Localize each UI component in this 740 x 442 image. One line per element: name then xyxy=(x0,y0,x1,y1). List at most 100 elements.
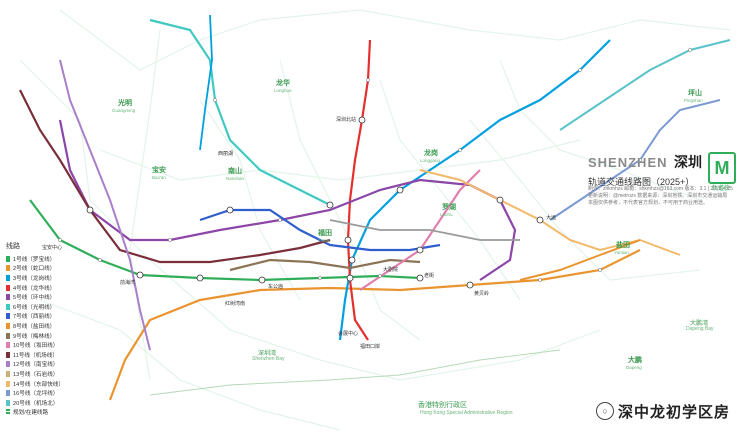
district-futian-en: Futian xyxy=(318,238,331,243)
line-5-path[interactable] xyxy=(58,119,517,281)
legend-swatch xyxy=(6,370,10,377)
district-nanshan: 南山 xyxy=(228,168,242,175)
interchange-stations xyxy=(86,116,544,289)
line-20-path[interactable] xyxy=(559,39,731,131)
legend-item[interactable]: 1号线（罗宝线） xyxy=(6,254,76,264)
legend-item[interactable]: 8号线（盐田线） xyxy=(6,321,76,331)
legend-item[interactable]: 14号线（东部快线） xyxy=(6,379,76,389)
map-title-en: SHENZHEN xyxy=(588,155,668,170)
station-label-huangbeiling[interactable]: 黄贝岭 xyxy=(474,291,490,297)
district-dapeng-en: Dapeng xyxy=(626,365,642,370)
station-label-laojie[interactable]: 老街 xyxy=(424,273,435,279)
planned-lines xyxy=(19,9,731,431)
dapeng-bay-label-en: Dapeng Bay xyxy=(686,326,714,332)
legend-label: 6号线（光明线） xyxy=(13,304,56,311)
station-label-huizhanzhongxin[interactable]: 会展中心 xyxy=(338,331,359,337)
shenzhen-bay-label-en: Shenzhen Bay xyxy=(252,356,285,362)
line-8-path[interactable] xyxy=(519,239,641,281)
legend-label: 12号线（南宝线） xyxy=(13,362,59,369)
meta-line: 制作：zhkmhzs 邮箱：shkmhzs@163.com 版本：3.1 | 2… xyxy=(588,186,733,192)
station-label-xilihu[interactable]: 西丽湖 xyxy=(218,151,234,157)
legend-swatch xyxy=(6,322,10,329)
legend-label: 2号线（蛇口线） xyxy=(13,266,56,273)
station-label-dajuyuan[interactable]: 大剧院 xyxy=(383,267,399,273)
legend-label: 7号线（西丽线） xyxy=(13,314,56,321)
wechat-icon: ○ xyxy=(595,402,614,420)
station-label-dayun[interactable]: 大运 xyxy=(546,215,557,221)
legend-item[interactable]: 12号线（南宝线） xyxy=(6,360,76,370)
legend-label: 20号线（机场北） xyxy=(13,400,59,407)
legend-swatch xyxy=(6,361,10,368)
north-blue-path[interactable] xyxy=(199,14,213,151)
legend-swatch xyxy=(6,255,10,262)
gray-line-path[interactable] xyxy=(329,219,520,241)
legend-label: 14号线（东部快线） xyxy=(13,381,64,388)
station-label-chegongmiao[interactable]: 车公庙 xyxy=(268,284,284,290)
hk-boundary xyxy=(149,349,561,396)
legend-swatch xyxy=(6,399,10,406)
meta-line: 本图仅供参考，不代表官方规划，不可用于商业用途。 xyxy=(588,200,709,206)
station-label-shenzhenbei[interactable]: 深圳北站 xyxy=(336,117,357,123)
legend-swatch xyxy=(6,294,10,301)
district-pingshan: 坪山 xyxy=(688,90,702,97)
legend-swatch xyxy=(6,303,10,310)
legend-item[interactable]: 20号线（机场北） xyxy=(6,398,76,408)
brand-logo-caption: 轨道侠 xyxy=(711,186,730,192)
district-yantian: 盐田 xyxy=(616,242,630,249)
line-6-path[interactable] xyxy=(149,18,331,206)
legend-label: 10号线（坂田线） xyxy=(13,343,59,350)
legend-item[interactable]: 5号线（环中线） xyxy=(6,292,76,302)
map-title-cn: 深圳 xyxy=(673,154,702,170)
line-12-path[interactable] xyxy=(59,59,151,351)
legend-label: 16号线（龙坪线） xyxy=(13,391,59,398)
station-label-baoan-center[interactable]: 宝安中心 xyxy=(42,245,63,251)
station-label-qianhaiwan[interactable]: 前海湾 xyxy=(120,280,136,286)
legend-label: 规划/在建线路 xyxy=(13,410,49,417)
wechat-watermark: ○ 深中龙初学区房 xyxy=(591,400,734,422)
legend-swatch xyxy=(6,380,10,387)
legend-item[interactable]: 6号线（光明线） xyxy=(6,302,76,312)
legend-swatch xyxy=(6,409,10,416)
district-futian: 福田 xyxy=(318,230,332,237)
district-longgang-en: Longgang xyxy=(420,158,441,163)
legend-item[interactable]: 10号线（坂田线） xyxy=(6,340,76,350)
district-nanshan-en: Nanshan xyxy=(226,176,245,181)
watermark-text: 深中龙初学区房 xyxy=(617,403,730,421)
legend-item[interactable]: 16号线（龙坪线） xyxy=(6,388,76,398)
line-4-path[interactable] xyxy=(346,39,372,341)
station-label-futiankouan[interactable]: 福田口岸 xyxy=(360,344,381,350)
district-guangming-en: Guangming xyxy=(112,108,136,113)
legend-label: 11号线（机场线） xyxy=(13,352,58,359)
legend-item[interactable]: 9号线（梅林线） xyxy=(6,331,76,341)
line-7-path[interactable] xyxy=(199,208,441,252)
legend-swatch xyxy=(6,265,10,272)
district-longhua-en: Longhua xyxy=(274,88,292,93)
brand-logo: M xyxy=(708,152,736,184)
line-10-path[interactable] xyxy=(359,169,481,291)
legend-item[interactable]: 11号线（机场线） xyxy=(6,350,76,360)
legend-item[interactable]: 13号线（石岩线） xyxy=(6,369,76,379)
legend-list: 1号线（罗宝线） 2号线（蛇口线）3号线（龙岗线）4号线（龙华线）5号线（环中线）… xyxy=(6,254,76,417)
legend-item[interactable]: 7号线（西丽线） xyxy=(6,312,76,322)
legend-swatch xyxy=(6,284,10,291)
line-9-path[interactable] xyxy=(229,258,421,272)
district-yantian-en: Yantian xyxy=(614,250,629,255)
hk-sar-label-en: Hong Kong Special Administrative Region xyxy=(420,410,513,416)
line-11-path[interactable] xyxy=(19,89,331,264)
line-2-path[interactable] xyxy=(108,249,641,401)
legend-label: 9号线（梅林线） xyxy=(13,333,56,340)
station-label-hongshuwannan[interactable]: 红树湾南 xyxy=(225,301,246,307)
legend-item[interactable]: 2号线（蛇口线） xyxy=(6,264,76,274)
legend-item[interactable]: 规划/在建线路 xyxy=(6,408,76,418)
district-guangming: 光明 xyxy=(118,100,132,107)
legend-label: 1号线（罗宝线） xyxy=(13,256,56,263)
legend-item[interactable]: 3号线（龙岗线） xyxy=(6,273,76,283)
district-luohu: 罗湖 xyxy=(442,204,456,211)
legend-item[interactable]: 4号线（龙华线） xyxy=(6,283,76,293)
map-title-block: SHENZHEN 深圳 轨道交通线路图（2025+） xyxy=(588,152,738,188)
legend-swatch xyxy=(6,313,10,320)
line-legend: 线路 1号线（罗宝线）2号线（蛇口线）3号线（龙岗线）4号线（龙华线）5号线（环… xyxy=(6,241,76,417)
district-dapeng: 大鹏 xyxy=(628,357,642,364)
